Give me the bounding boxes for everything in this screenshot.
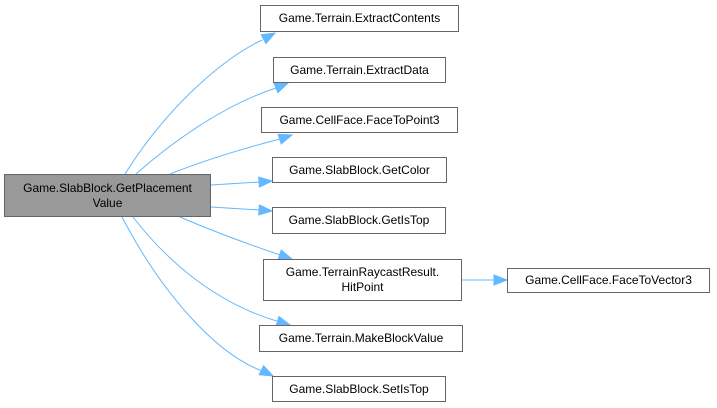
arrowhead-icon	[273, 82, 290, 94]
node-label: Game.CellFace.FaceToPoint3	[279, 112, 440, 127]
edge-main-n1	[124, 39, 263, 175]
arrowhead-icon	[258, 204, 274, 216]
node-label: Game.SlabBlock.GetPlacement	[23, 180, 192, 195]
node-label: Game.Terrain.MakeBlockValue	[278, 331, 444, 345]
node-extractdata[interactable]: Game.Terrain.ExtractData	[273, 57, 446, 83]
node-setistop[interactable]: Game.SlabBlock.SetIsTop	[272, 376, 446, 402]
edge-main-n3	[169, 138, 281, 175]
node-facetopoint3[interactable]: Game.CellFace.FaceToPoint3	[261, 107, 458, 133]
node-getcolor[interactable]: Game.SlabBlock.GetColor	[272, 157, 447, 183]
edge-main-n2	[135, 87, 277, 175]
node-label: Value	[92, 195, 123, 210]
edge-main-n5	[210, 206, 261, 211]
arrowhead-icon	[260, 32, 277, 45]
arrowhead-icon	[493, 274, 509, 286]
arrowhead-icon	[277, 133, 294, 145]
node-getistop[interactable]: Game.SlabBlock.GetIsTop	[272, 207, 446, 234]
node-getplacementvalue[interactable]: Game.SlabBlock.GetPlacement Value	[4, 174, 211, 217]
node-label: HitPoint	[341, 280, 384, 294]
node-hitpoint[interactable]: Game.TerrainRaycastResult. HitPoint	[263, 259, 462, 301]
arrowhead-icon	[258, 364, 275, 377]
node-label: Game.Terrain.ExtractData	[290, 62, 429, 77]
arrowhead-icon	[258, 176, 274, 188]
node-label: Game.SlabBlock.GetIsTop	[288, 213, 430, 227]
node-facetovector3[interactable]: Game.CellFace.FaceToVector3	[507, 268, 710, 293]
node-label: Game.CellFace.FaceToVector3	[525, 273, 692, 287]
edge-main-n4	[210, 181, 261, 186]
node-label: Game.SlabBlock.SetIsTop	[289, 381, 429, 396]
node-label: Game.SlabBlock.GetColor	[289, 162, 430, 177]
node-label: Game.Terrain.ExtractContents	[278, 11, 441, 25]
edge-main-n6	[179, 216, 281, 256]
edge-main-n9	[121, 216, 266, 373]
node-makeblockvalue[interactable]: Game.Terrain.MakeBlockValue	[259, 325, 463, 352]
node-label: Game.TerrainRaycastResult.	[285, 265, 440, 279]
node-extractcontents[interactable]: Game.Terrain.ExtractContents	[260, 5, 459, 32]
edge-main-n8	[132, 216, 281, 323]
